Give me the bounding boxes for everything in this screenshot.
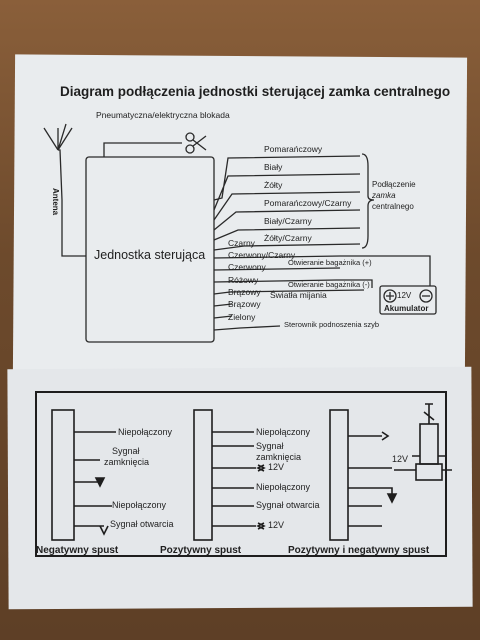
wire-label-white-black: Biały/Czarny (264, 216, 312, 226)
wire-label-yellow: Żółty (264, 180, 283, 190)
trigger-diagrams-frame (35, 391, 447, 557)
battery-wire (336, 255, 431, 288)
low-beam-label: Światła mijania (270, 290, 327, 300)
group-brace (361, 153, 375, 249)
battery-voltage-label: 12V (397, 291, 412, 300)
wire-label-pink: Różowy (228, 275, 259, 285)
group-label-line3: centralnego (372, 202, 414, 211)
panel1-not-connected-1: Niepołączony (118, 427, 173, 437)
panel2-lock-signal-line2: zamknięcia (256, 452, 302, 462)
wire-label-yellow-black: Żółty/Czarny (264, 233, 312, 243)
trunk-open-plus-label: Otwieranie bagażnika (+) (288, 258, 372, 267)
panel2-not-connected-2: Niepołączony (256, 482, 311, 492)
diagram-title: Diagram podłączenia jednostki sterującej… (60, 84, 451, 99)
panel1-drawing (51, 409, 116, 541)
wire-label-orange: Pomarańczowy (264, 144, 323, 154)
panel2-drawing (193, 409, 266, 541)
wire-label-orange-black: Pomarańczowy/Czarny (264, 198, 352, 208)
panel1-not-connected-2: Niepołączony (112, 500, 167, 510)
wire-label-red: Czerwony (228, 262, 266, 272)
panel2-12v-b: 12V (268, 520, 285, 530)
panel3-12v: 12V (392, 454, 409, 464)
antenna-icon (43, 123, 73, 151)
panel3-caption: Pozytywny i negatywny spust (288, 545, 430, 556)
control-unit-label: Jednostka sterująca (94, 248, 206, 262)
bottom-wire-bundle (213, 255, 365, 331)
wire-label-white: Biały (264, 162, 283, 172)
group-label-line2: zamka (372, 191, 396, 200)
right-wire-bundle (213, 155, 361, 251)
battery-box (379, 285, 437, 315)
wire-label-brown-1: Brązowy (228, 287, 261, 297)
blockade-wire (103, 142, 182, 157)
group-label-line1: Podłączenie (372, 180, 416, 189)
panel2-caption: Pozytywny spust (160, 545, 242, 556)
antenna-label: Antena (51, 188, 60, 216)
panel2-not-connected-1: Niepołączony (256, 427, 311, 437)
wire-label-brown-2: Brązowy (228, 299, 261, 309)
wire-label-red-black: Czerwony/Czarny (228, 250, 296, 260)
panel1-open-signal: Sygnał otwarcia (110, 519, 174, 529)
panel2-lock-signal-line1: Sygnał (256, 441, 284, 451)
wire-label-black: Czarny (228, 238, 255, 248)
panel2-open-signal: Sygnał otwarcia (256, 500, 320, 510)
window-controller-label: Sterownik podnoszenia szyb (284, 320, 380, 329)
trunk-open-minus-label: Otwieranie bagażnika (-) (288, 280, 370, 289)
panel1-caption: Negatywny spust (36, 545, 119, 556)
panel1-lock-signal-line2: zamknięcia (104, 457, 150, 467)
battery-label: Akumulator (384, 304, 429, 313)
scissors-icon (185, 132, 207, 154)
antenna-wire (58, 149, 86, 257)
wire-label-green: Zielony (228, 312, 256, 322)
panel3-drawing (329, 403, 452, 541)
panel1-lock-signal-line1: Sygnał (112, 446, 140, 456)
blockade-label: Pneumatyczna/elektryczna blokada (96, 110, 230, 120)
panel2-12v-a: 12V (268, 462, 285, 472)
